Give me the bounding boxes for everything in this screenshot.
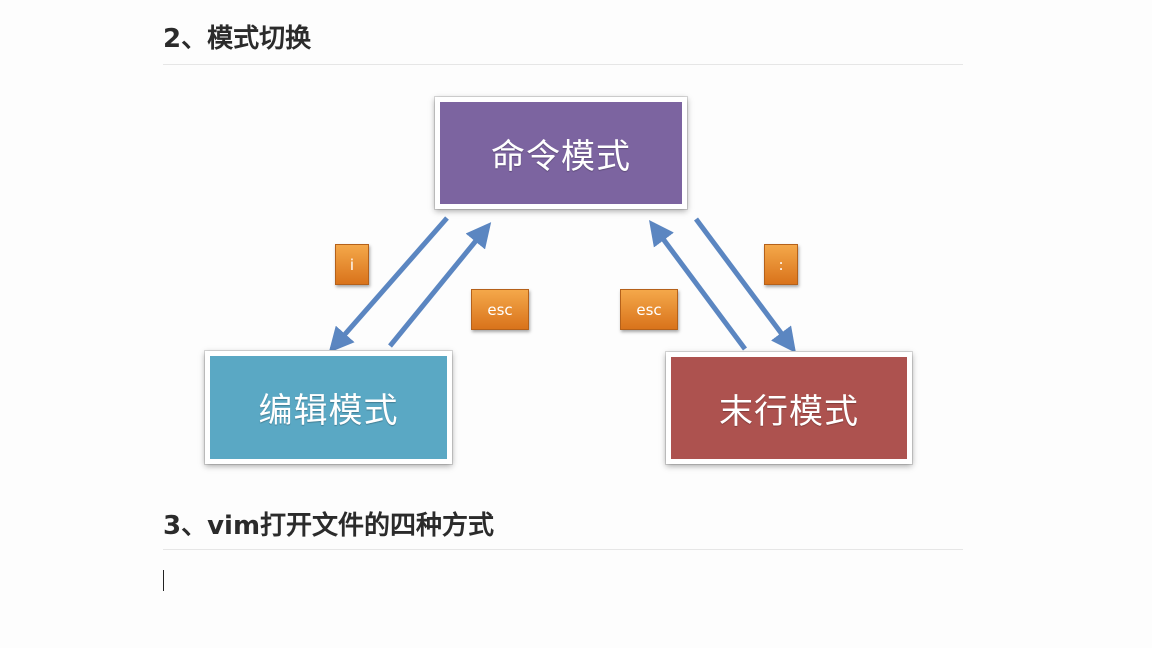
heading-divider: [163, 64, 963, 65]
edit-mode-box: 编辑模式: [205, 351, 452, 464]
key-insert-label: i: [335, 244, 369, 285]
text-cursor[interactable]: [163, 570, 164, 591]
heading-divider: [163, 549, 963, 550]
arrow-edit-to-command: [388, 222, 492, 348]
key-esc-left-label: esc: [471, 289, 529, 330]
arrow-lastline-to-command: [649, 219, 748, 351]
key-colon-label: :: [764, 244, 798, 285]
arrow-command-to-edit: [328, 216, 449, 353]
last-line-mode-box: 末行模式: [666, 352, 912, 464]
command-mode-box: 命令模式: [435, 97, 687, 209]
section-heading-mode-switch: 2、模式切换: [163, 24, 312, 54]
arrow-command-to-lastline: [693, 217, 796, 354]
section-heading-open-file: 3、vim打开文件的四种方式: [163, 511, 495, 541]
key-esc-right-label: esc: [620, 289, 678, 330]
